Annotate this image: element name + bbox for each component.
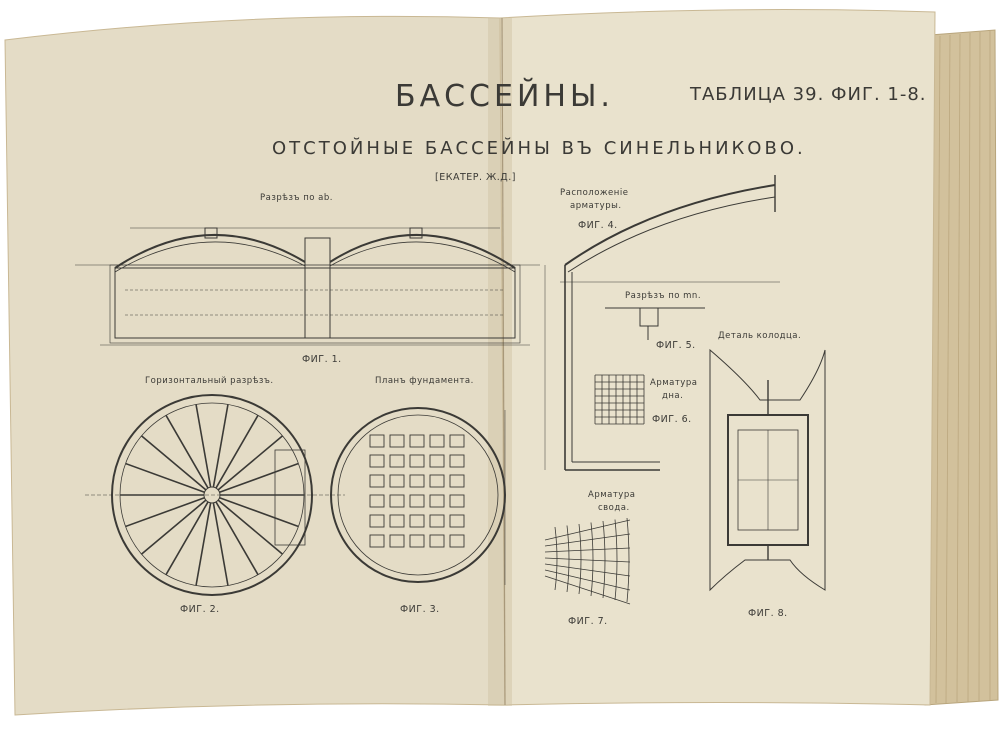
- foundation-cell: [409, 514, 425, 528]
- foundation-cell: [449, 534, 465, 548]
- foundation-cell: [449, 454, 465, 468]
- fig6-caption: ФИГ. 6.: [652, 414, 692, 425]
- foundation-cell: [369, 514, 385, 528]
- fig5-caption: ФИГ. 5.: [656, 340, 696, 351]
- foundation-cell: [369, 474, 385, 488]
- fig8-heading: Деталь колодца.: [718, 331, 801, 341]
- fig3-heading: Планъ фундамента.: [375, 376, 474, 386]
- fig4-heading-line1: Расположеніе: [560, 188, 628, 198]
- fig7-caption: ФИГ. 7.: [568, 616, 608, 627]
- wheel-spoke: [195, 502, 212, 586]
- fig8-well-drawing: [709, 348, 826, 592]
- fig3-caption: ФИГ. 3.: [400, 604, 440, 615]
- fan-ray: [544, 557, 631, 563]
- wheel-spoke: [212, 404, 229, 488]
- wheel-spoke: [141, 499, 207, 555]
- foundation-cell: [369, 494, 385, 508]
- wheel-spoke: [217, 499, 283, 555]
- foundation-cell: [389, 494, 405, 508]
- fan-arc: [626, 517, 630, 603]
- wheel-spoke: [212, 502, 229, 586]
- fan-ray: [544, 519, 631, 541]
- wheel-spoke: [165, 501, 209, 576]
- fig2-heading: Горизонтальный разрѣзъ.: [145, 376, 274, 386]
- wheel-spoke: [125, 496, 205, 528]
- fig7-heading-line1: Арматура: [588, 490, 635, 500]
- foundation-cell: [409, 494, 425, 508]
- fig6-heading-line2: дна.: [662, 391, 683, 401]
- foundation-cell: [449, 494, 465, 508]
- foundation-cell: [369, 454, 385, 468]
- foundation-cell: [429, 494, 445, 508]
- foundation-cell: [429, 474, 445, 488]
- fig6-heading-line1: Арматура: [650, 378, 697, 388]
- foundation-cell: [409, 454, 425, 468]
- foundation-cell: [409, 434, 425, 448]
- right-page: [499, 9, 936, 706]
- fig8-caption: ФИГ. 8.: [748, 608, 788, 619]
- fig2-caption: ФИГ. 2.: [180, 604, 220, 615]
- wheel-spoke: [195, 404, 212, 488]
- foundation-cell: [409, 534, 425, 548]
- foundation-cell: [429, 534, 445, 548]
- fig5-section-drawing: [605, 307, 705, 340]
- wheel-spoke: [125, 462, 205, 494]
- page-edges-right: [924, 29, 999, 706]
- fan-ray: [544, 547, 631, 553]
- foundation-cell: [369, 534, 385, 548]
- foundation-cell: [389, 454, 405, 468]
- fig4-heading-line2: арматуры.: [570, 201, 622, 211]
- fig1-heading: Разрѣзъ по аb.: [260, 193, 333, 203]
- wheel-spoke: [141, 435, 207, 491]
- fig2-plan-drawing: [85, 394, 345, 596]
- fan-ray: [544, 533, 631, 547]
- foundation-cell: [389, 514, 405, 528]
- fan-arc: [566, 525, 570, 593]
- foundation-cell: [409, 474, 425, 488]
- foundation-cell: [389, 434, 405, 448]
- fan-ray: [544, 563, 631, 577]
- fan-ray: [544, 575, 631, 605]
- wheel-spoke: [165, 414, 209, 489]
- page-edge-lines: [935, 31, 991, 704]
- fig4-reinforcement-drawing: [544, 175, 780, 471]
- fig1-section-drawing: [75, 227, 540, 346]
- table-reference: ТАБЛИЦА 39. ФИГ. 1-8.: [689, 84, 927, 105]
- foundation-cell: [429, 514, 445, 528]
- fig3-foundation-drawing: [330, 407, 506, 585]
- foundation-cell: [449, 434, 465, 448]
- foundation-cell: [429, 454, 445, 468]
- fig4-caption: ФИГ. 4.: [578, 220, 618, 231]
- foundation-cell: [369, 434, 385, 448]
- fan-arc: [590, 522, 594, 597]
- wheel-spoke: [215, 414, 259, 489]
- wheel-spoke: [219, 496, 299, 528]
- wheel-spoke: [219, 462, 299, 494]
- foundation-cell: [389, 474, 405, 488]
- wheel-spoke: [217, 435, 283, 491]
- foundation-cell: [449, 474, 465, 488]
- page-title: БАССЕЙНЫ.: [395, 78, 614, 114]
- wheel-spoke: [215, 501, 259, 576]
- fan-arc: [614, 519, 618, 601]
- fig5-heading: Разрѣзъ по mn.: [625, 291, 701, 301]
- location-label: [ЕКАТЕР. Ж.Д.]: [435, 172, 516, 183]
- fig7-heading-line2: свода.: [598, 503, 630, 513]
- fig1-caption: ФИГ. 1.: [302, 354, 342, 365]
- fan-arc: [602, 520, 606, 599]
- page-subtitle: ОТСТОЙНЫЕ БАССЕЙНЫ ВЪ СИНЕЛЬНИКОВО.: [272, 137, 806, 159]
- foundation-cell: [449, 514, 465, 528]
- gutter-line: [501, 17, 506, 706]
- gutter-shadow: [488, 18, 512, 706]
- fig6-grid-drawing: [594, 374, 645, 425]
- fan-arc: [554, 526, 558, 591]
- foundation-cell: [389, 534, 405, 548]
- fig7-vault-drawing: [544, 517, 631, 605]
- foundation-cell: [429, 434, 445, 448]
- fan-arc: [578, 523, 582, 595]
